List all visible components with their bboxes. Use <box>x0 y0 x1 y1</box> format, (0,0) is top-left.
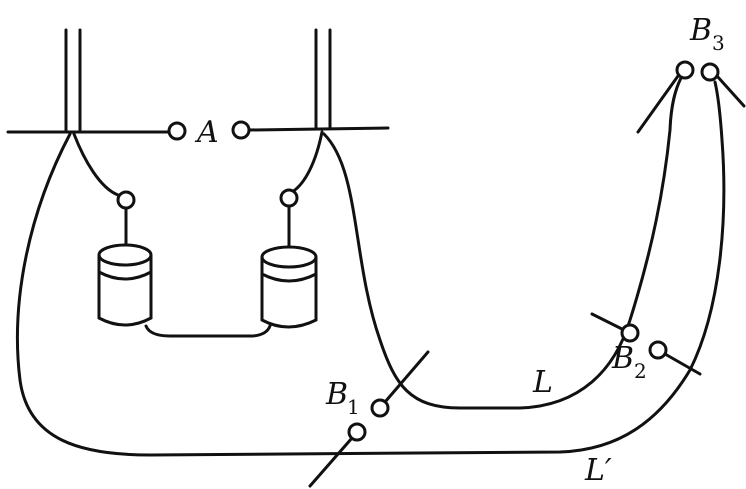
jar-link-wire <box>144 324 272 338</box>
terminal-b3-right <box>700 62 720 82</box>
b1-rod-upper <box>383 350 430 404</box>
b2-rod-right <box>663 352 702 376</box>
terminal-a-left <box>167 121 187 141</box>
terminal-b3-left <box>675 60 695 80</box>
label-b1: B <box>325 377 348 412</box>
wire-l <box>322 76 683 410</box>
left-jar-terminal <box>116 190 136 210</box>
terminal-a-right <box>231 120 251 140</box>
right-leyden-jar <box>260 245 318 329</box>
left-post <box>64 28 82 132</box>
terminal-b1-upper <box>370 398 390 418</box>
label-l: L <box>532 365 553 400</box>
b3-rod-right <box>715 74 746 108</box>
right-post <box>314 28 332 130</box>
label-l-prime: L′ <box>584 453 612 488</box>
label-b2: B <box>611 341 634 376</box>
b2-rod-left <box>590 312 626 332</box>
left-leyden-jar <box>97 243 153 327</box>
left-branch-wire <box>72 132 120 197</box>
label-a: A <box>194 115 219 150</box>
terminal-b1-lower <box>347 422 367 442</box>
label-b3: B <box>689 13 712 48</box>
b1-rod-lower <box>308 436 354 488</box>
right-jar-terminal <box>279 188 299 208</box>
wire-l-prime <box>15 80 726 457</box>
terminal-b2-right <box>648 340 668 360</box>
top-bar-right <box>248 126 390 132</box>
b3-rod-left <box>636 74 680 134</box>
label-b3-sub: 3 <box>712 31 725 55</box>
terminal-b2-left <box>620 323 640 343</box>
label-b2-sub: 2 <box>634 359 647 383</box>
right-branch-wire <box>290 130 324 194</box>
label-b1-sub: 1 <box>347 395 360 419</box>
